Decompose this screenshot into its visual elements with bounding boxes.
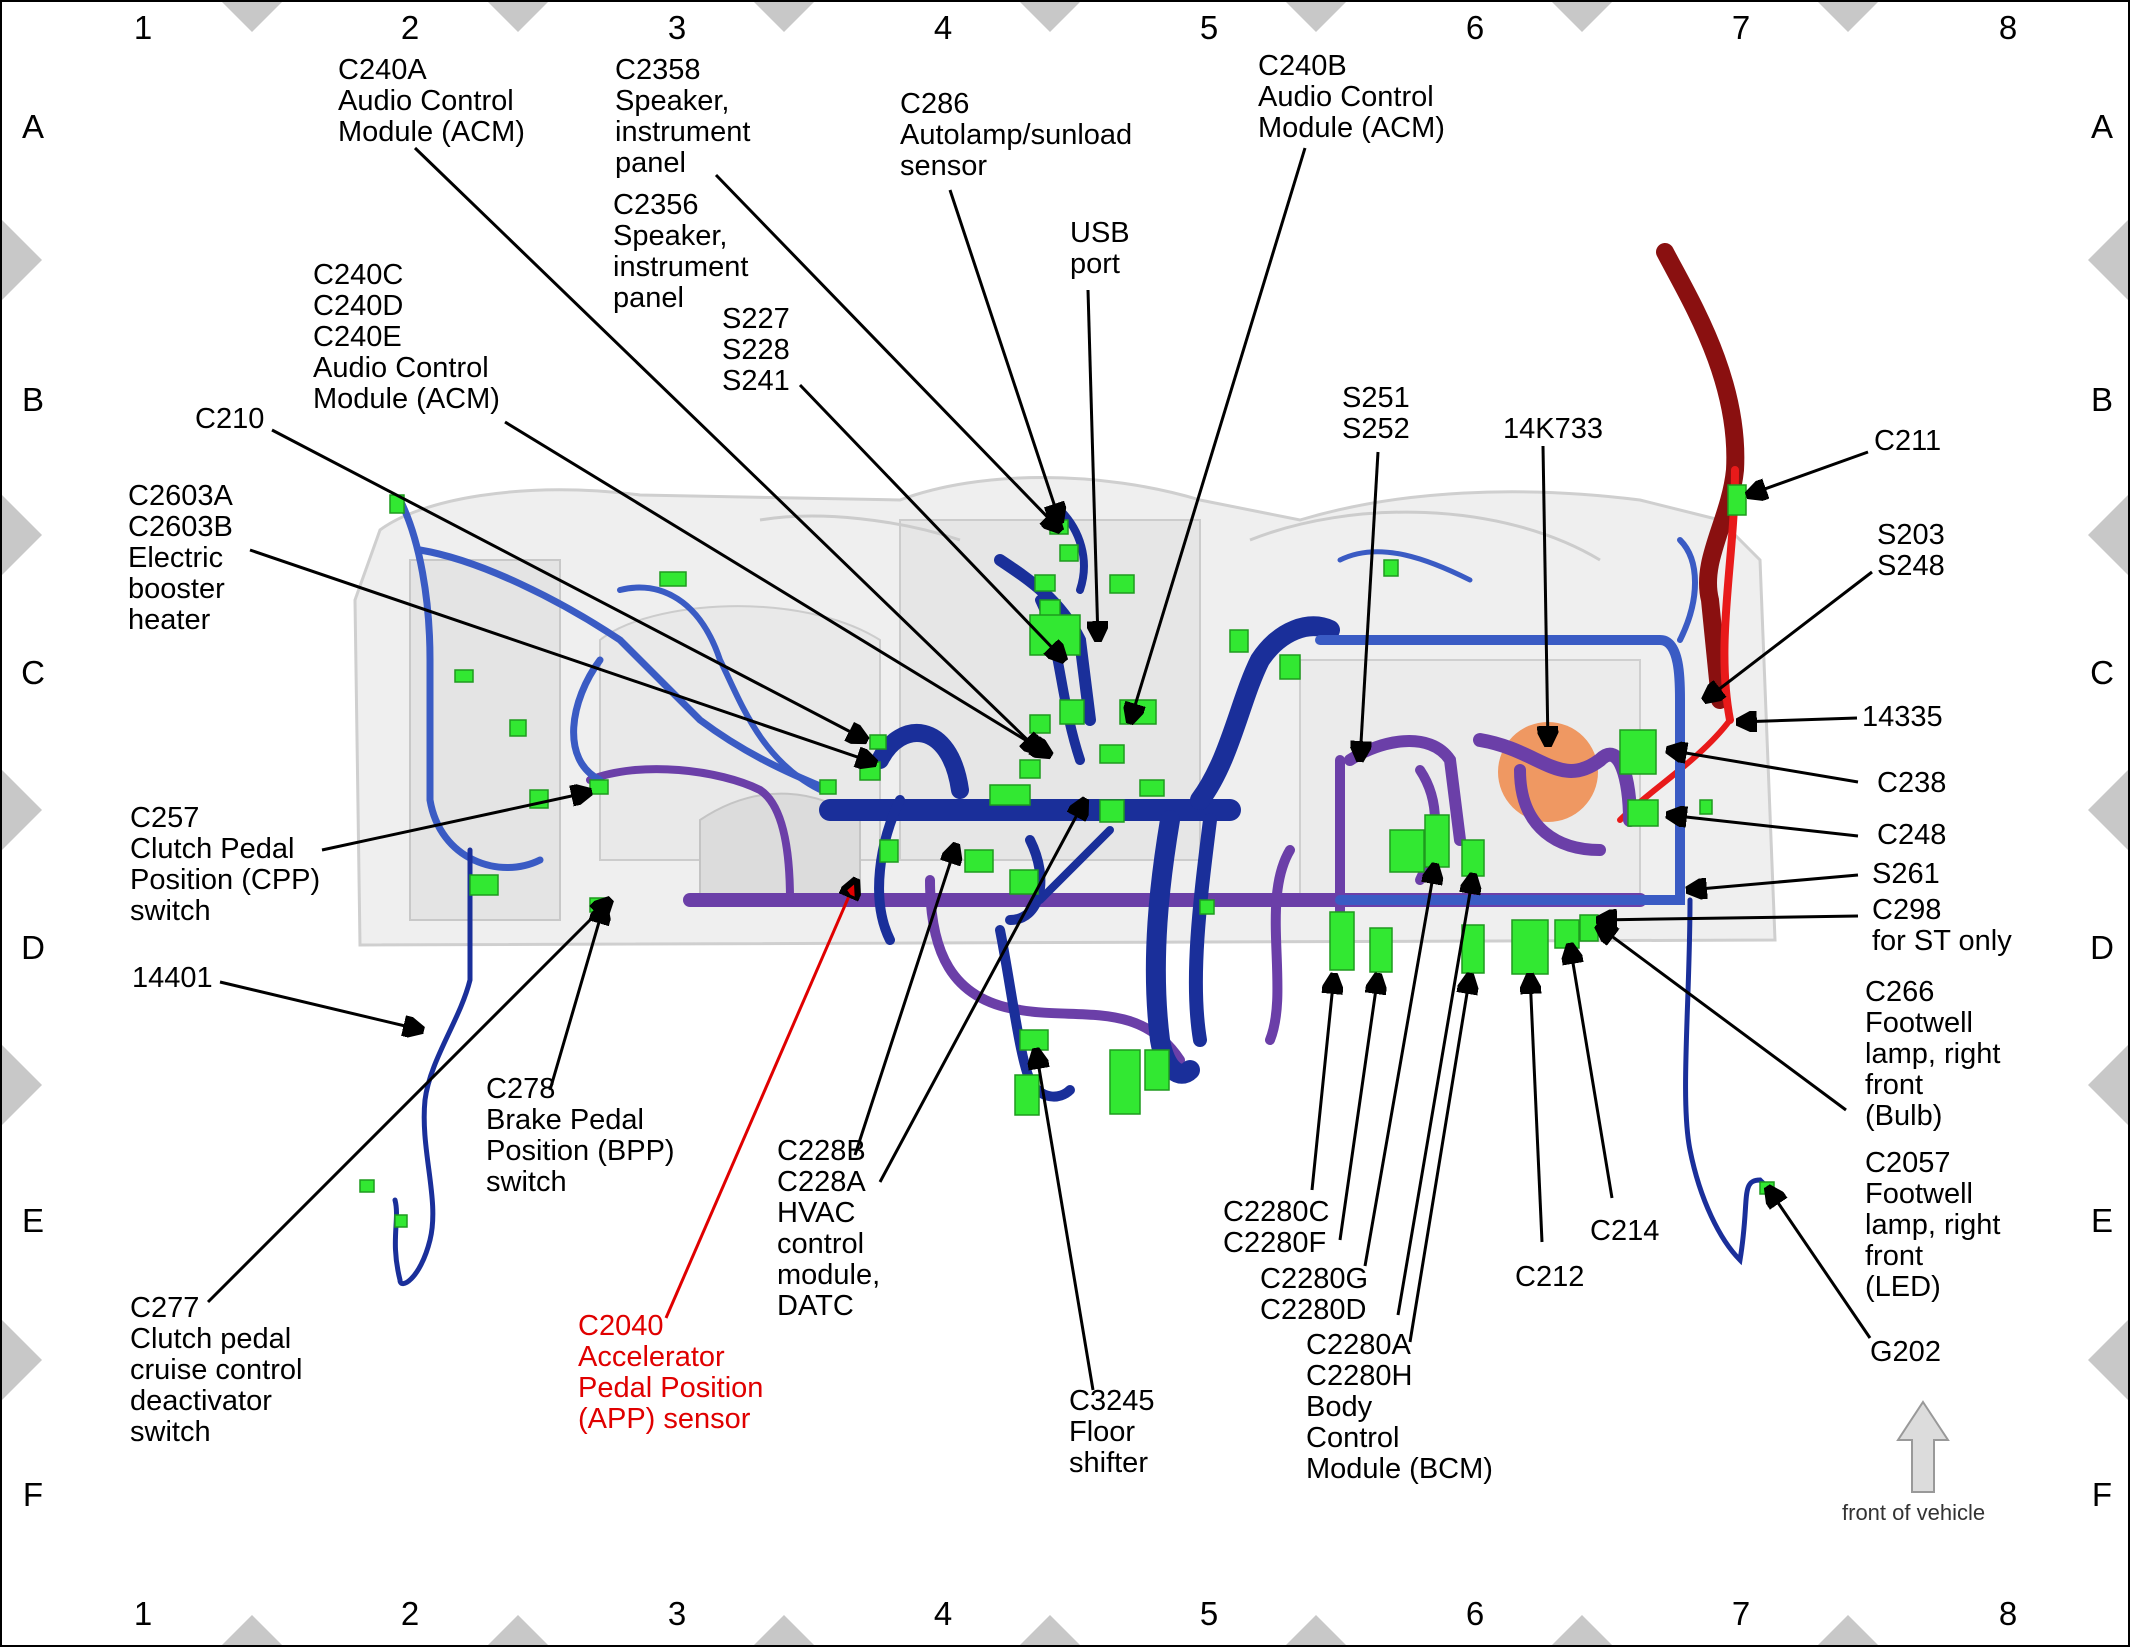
front-of-vehicle-label: front of vehicle [1842, 1500, 1986, 1525]
grid-row-left-C: C [21, 654, 45, 691]
grid-row-left-D: D [21, 929, 45, 966]
grid-row-left-B: B [21, 381, 45, 418]
grid-row-right-A: A [2090, 108, 2114, 145]
grid-row-right-D: D [2090, 929, 2114, 966]
callout-c248: C248 [1877, 819, 1947, 851]
grid-col-bottom-7: 7 [1731, 1595, 1751, 1632]
callout-s261: S261 [1872, 858, 1940, 890]
grid-col-bottom-8: 8 [1998, 1595, 2018, 1632]
callout-14335: 14335 [1862, 701, 1943, 733]
grid-col-bottom-4: 4 [933, 1595, 953, 1632]
grid-col-top-3: 3 [667, 9, 687, 46]
grid-row-left-A: A [21, 108, 45, 145]
grid-col-top-8: 8 [1998, 9, 2018, 46]
grid-row-left-E: E [21, 1202, 45, 1239]
front-of-vehicle-arrow [1896, 1400, 1950, 1493]
callout-c212: C212 [1515, 1261, 1585, 1293]
grid-col-bottom-1: 1 [133, 1595, 153, 1632]
grid-col-bottom-2: 2 [400, 1595, 420, 1632]
blue-harness [392, 496, 1773, 1287]
grid-col-bottom-6: 6 [1465, 1595, 1485, 1632]
callout-14k733: 14K733 [1503, 413, 1603, 445]
grid-col-top-2: 2 [400, 9, 420, 46]
grid-row-right-B: B [2090, 381, 2114, 418]
grid-col-top-5: 5 [1199, 9, 1219, 46]
callout-c238: C238 [1877, 767, 1947, 799]
grid-row-left-F: F [22, 1476, 44, 1513]
grid-col-bottom-5: 5 [1199, 1595, 1219, 1632]
callout-14401: 14401 [132, 962, 213, 994]
grid-row-right-E: E [2090, 1202, 2114, 1239]
grid-row-right-C: C [2090, 654, 2114, 691]
grid-row-right-F: F [2091, 1476, 2113, 1513]
leader-lines [206, 146, 1873, 1391]
grid-col-bottom-3: 3 [667, 1595, 687, 1632]
grid-col-top-1: 1 [133, 9, 153, 46]
app-sensor-leader [664, 880, 856, 1319]
grid-col-top-6: 6 [1465, 9, 1485, 46]
grid-col-top-4: 4 [933, 9, 953, 46]
callout-g202: G202 [1870, 1336, 1941, 1368]
grid-col-top-7: 7 [1731, 9, 1751, 46]
callout-c210: C210 [195, 403, 265, 435]
callout-c211: C211 [1874, 425, 1942, 457]
callout-c214: C214 [1590, 1215, 1660, 1247]
